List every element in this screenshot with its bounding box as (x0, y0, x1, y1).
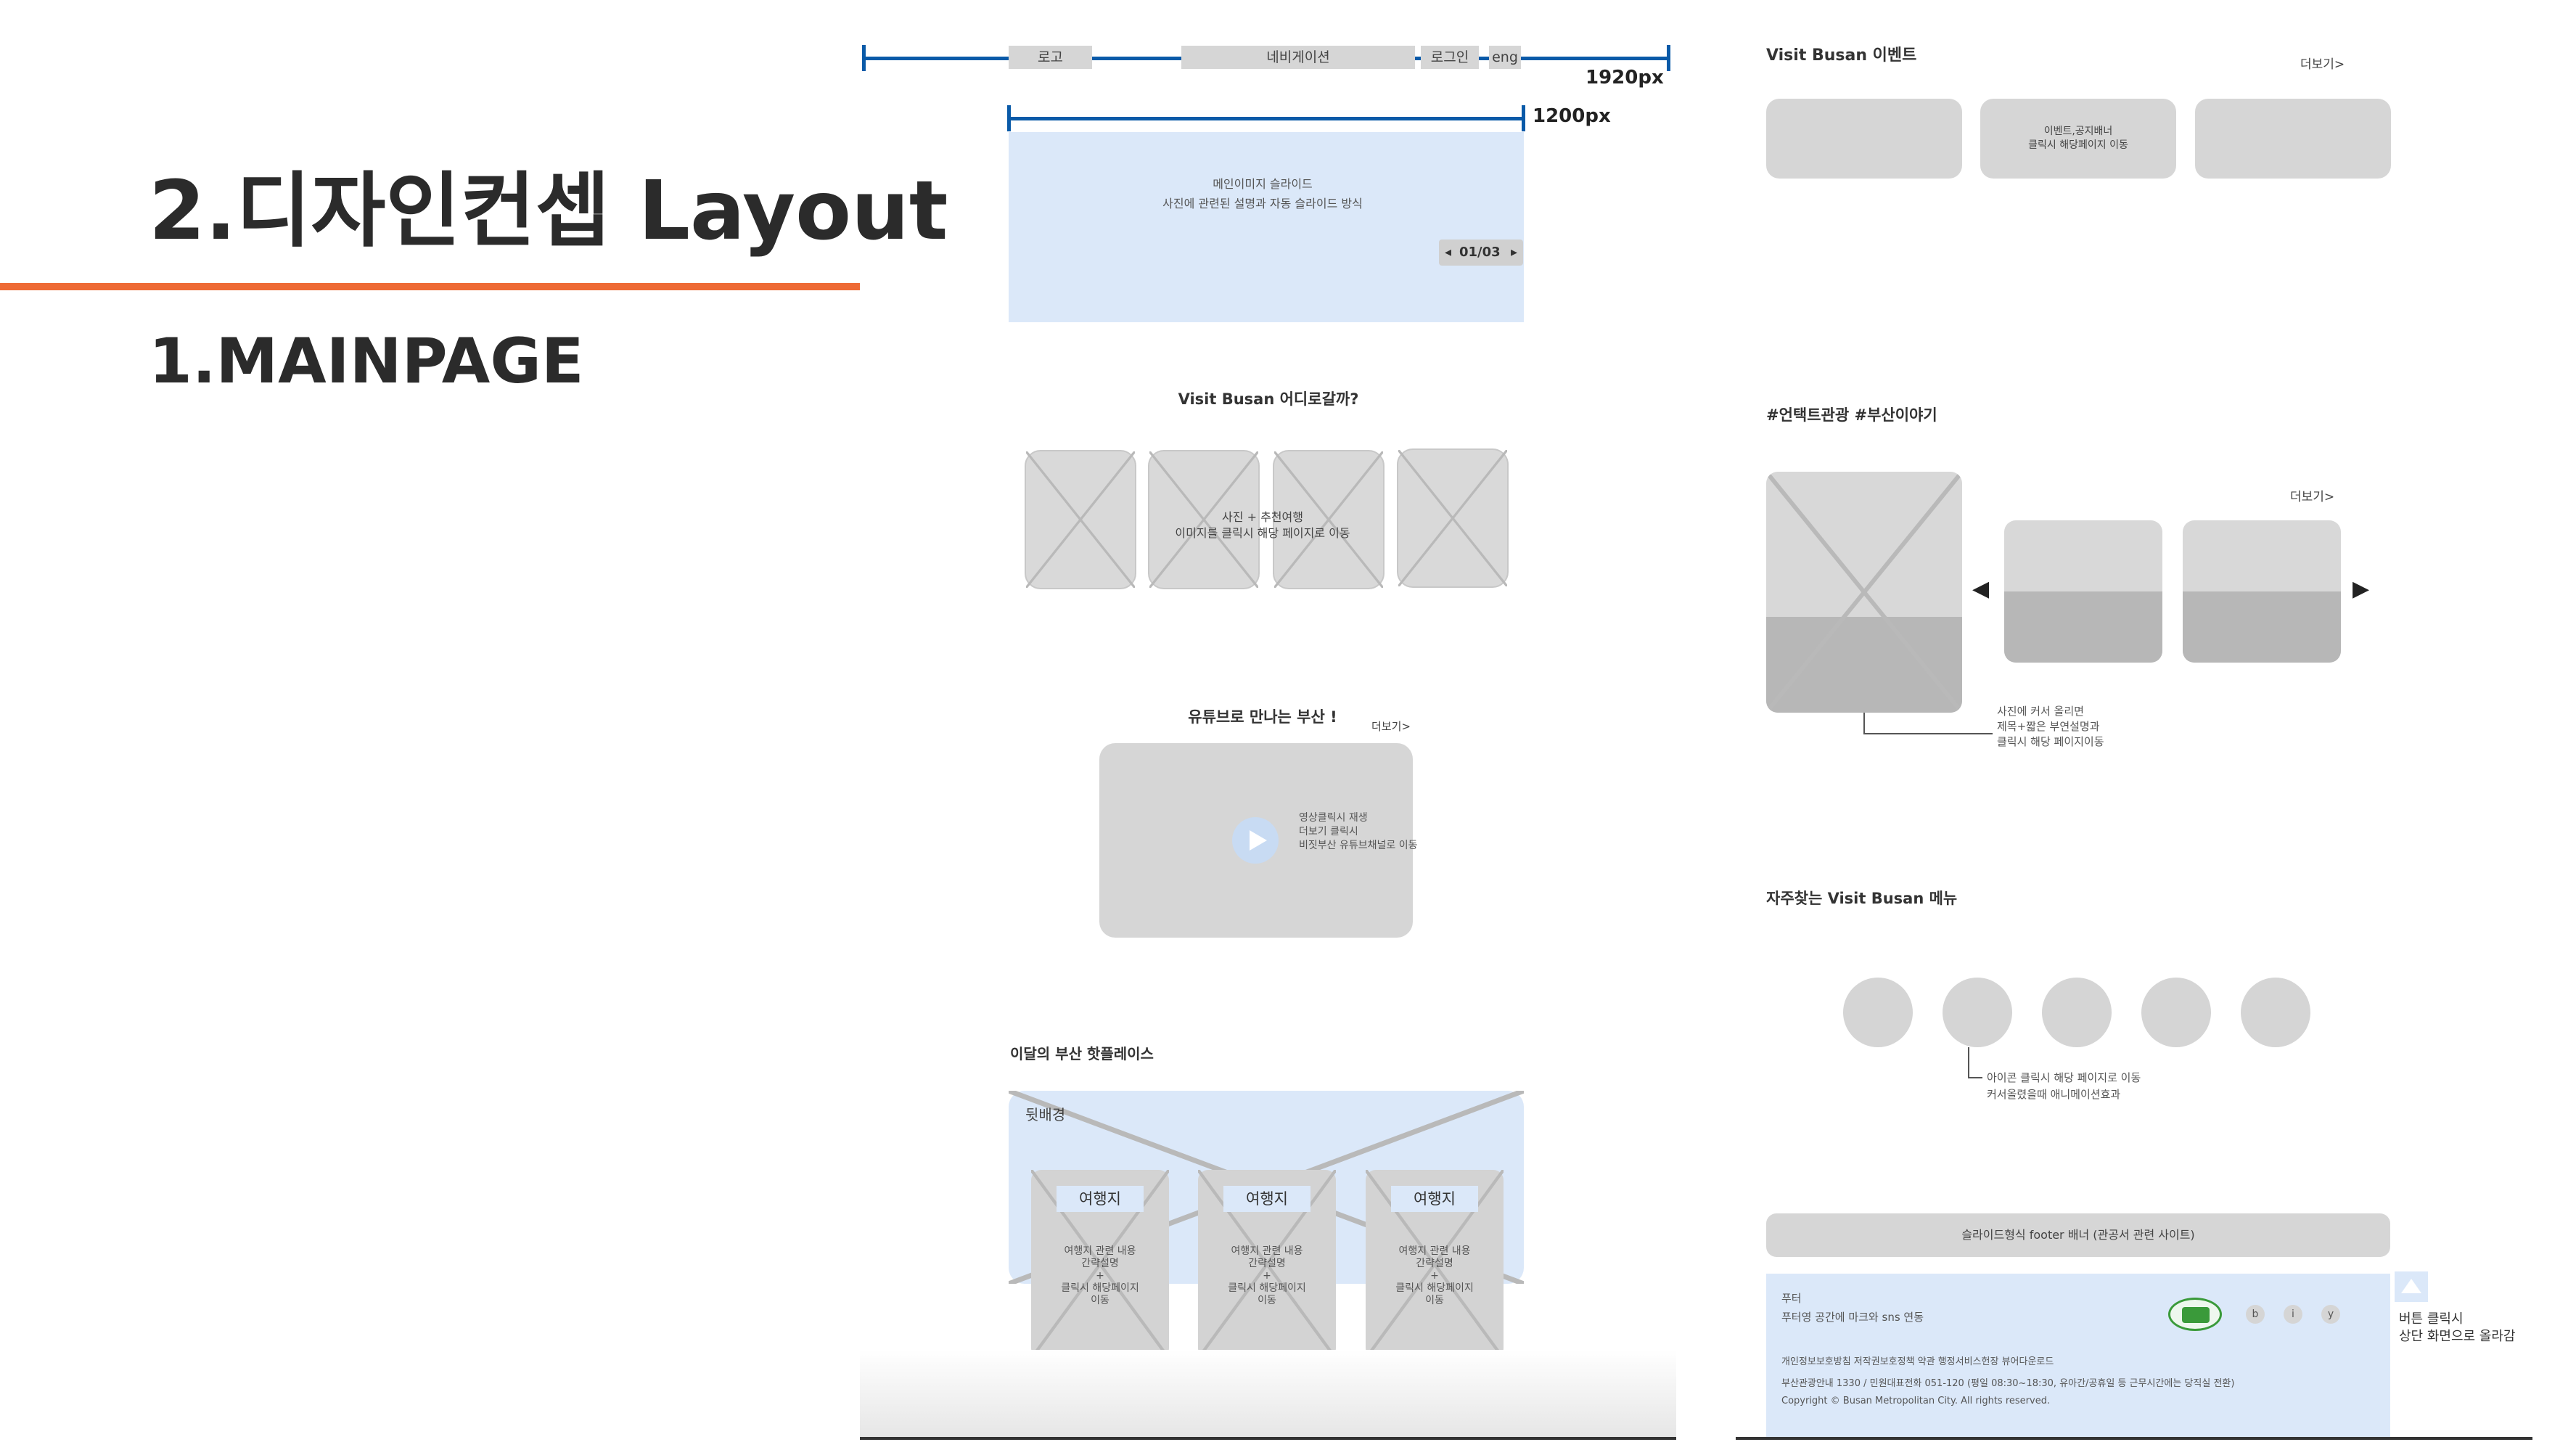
hotplace-title: 이달의 부산 핫플레이스 (1010, 1045, 1154, 1062)
recommend-overlay-text: 사진 + 추천여행 이미지를 클릭시 해당 페이지로 이동 (1175, 510, 1350, 540)
hotplace-card-3[interactable]: 여행지 여행지 관련 내용 간략설명 + 클릭시 해당페이지 이동 (1366, 1170, 1504, 1359)
web-accessibility-mark-icon (2168, 1298, 2222, 1331)
ruler-1200-left-tick (1007, 105, 1011, 131)
hotplace-card-tag: 여행지 (1057, 1186, 1144, 1212)
recommend-card-4[interactable] (1397, 448, 1509, 588)
quick-menu-title: 자주찾는 Visit Busan 메뉴 (1766, 890, 1958, 907)
footer-description: 푸터영 공간에 마크와 sns 연동 (1781, 1311, 1924, 1324)
slide-title: 2.디자인컨셉 Layout (149, 164, 948, 258)
login-placeholder[interactable]: 로그인 (1421, 46, 1479, 69)
untact-title: #언택트관광 #부산이야기 (1766, 406, 1937, 424)
logo-placeholder[interactable]: 로고 (1009, 46, 1092, 69)
story-card-2[interactable] (2004, 520, 2162, 663)
recommend-card-3[interactable] (1273, 450, 1385, 589)
sns-instagram-icon[interactable]: i (2284, 1305, 2302, 1324)
ruler-1200-label: 1200px (1533, 105, 1611, 127)
story-card-caption (2004, 591, 2162, 663)
youtube-note: 영상클릭시 재생 더보기 클릭시 비짓부산 유튜브채널로 이동 (1299, 812, 1418, 851)
hotplace-background-label: 뒷배경 (1025, 1106, 1066, 1123)
hotplace-card-text: 여행지 관련 내용 간략설명 + 클릭시 해당페이지 이동 (1061, 1245, 1139, 1306)
story-next-arrow[interactable]: ▶ (2353, 576, 2370, 602)
ruler-1920-label: 1920px (1586, 67, 1664, 89)
hero-slider[interactable] (1009, 132, 1524, 322)
where-to-go-title: Visit Busan 어디로갈까? (1178, 390, 1359, 408)
story-main-card[interactable] (1766, 472, 1962, 713)
quick-menu-icon-5[interactable] (2241, 978, 2310, 1047)
quick-menu-callout-line (1968, 1047, 1969, 1078)
sns-blog-icon[interactable]: b (2246, 1305, 2265, 1324)
scroll-top-note: 버튼 클릭시 상단 화면으로 올라감 (2399, 1311, 2516, 1344)
hotplace-card-2[interactable]: 여행지 여행지 관련 내용 간략설명 + 클릭시 해당페이지 이동 (1198, 1170, 1336, 1359)
placeholder-x-icon (1274, 451, 1383, 588)
hero-description: 메인이미지 슬라이드 사진에 관련된 설명과 자동 슬라이드 방식 (1162, 177, 1363, 210)
recommend-card-1[interactable] (1025, 450, 1136, 589)
footer (1766, 1274, 2390, 1437)
event-banner-2[interactable] (1980, 99, 2176, 179)
footer-banner-slider[interactable]: 슬라이드형식 footer 배너 (관공서 관련 사이트) (1766, 1213, 2390, 1257)
play-icon[interactable] (1232, 817, 1279, 864)
hotplace-card-text: 여행지 관련 내용 간략설명 + 클릭시 해당페이지 이동 (1395, 1245, 1474, 1306)
placeholder-x-icon (1398, 450, 1507, 586)
youtube-title: 유튜브로 만나는 부산 ! (1188, 708, 1337, 726)
hotplace-card-1[interactable]: 여행지 여행지 관련 내용 간략설명 + 클릭시 해당페이지 이동 (1031, 1170, 1169, 1359)
story-note: 사진에 커서 올리면 제목+짧은 부연설명과 클릭시 해당 페이지이동 (1997, 705, 2104, 748)
hotplace-card-text: 여행지 관련 내용 간략설명 + 클릭시 해당페이지 이동 (1228, 1245, 1306, 1306)
event-banner-1[interactable] (1766, 99, 1962, 179)
middle-bottom-line (860, 1437, 1676, 1440)
placeholder-x-icon (1766, 472, 1962, 713)
quick-menu-callout-line (1968, 1077, 1982, 1078)
slide-subtitle: 1.MAINPAGE (149, 325, 584, 398)
event-banner-3[interactable] (2195, 99, 2391, 179)
hero-pager[interactable]: ◂ 01/03 ▸ (1439, 239, 1523, 266)
quick-menu-icon-4[interactable] (2141, 978, 2211, 1047)
placeholder-x-icon (1198, 1170, 1336, 1359)
middle-fade (860, 1350, 1676, 1437)
ruler-1920-right-tick (1667, 45, 1670, 71)
quick-menu-icon-3[interactable] (2042, 978, 2112, 1047)
hotplace-card-tag: 여행지 (1223, 1186, 1310, 1212)
footer-links[interactable]: 개인정보보호방침 저작권보호정책 약관 행정서비스헌장 뷰어다운로드 (1781, 1356, 2054, 1367)
ruler-1200-right-tick (1522, 105, 1525, 131)
quick-menu-icon-1[interactable] (1843, 978, 1913, 1047)
hotplace-card-tag: 여행지 (1391, 1186, 1478, 1212)
story-callout-line (1863, 733, 1993, 734)
placeholder-x-icon (1031, 1170, 1169, 1359)
right-bottom-line (1736, 1437, 2532, 1440)
quick-menu-icon-2[interactable] (1943, 978, 2012, 1047)
untact-more-link[interactable]: 더보기> (2290, 490, 2335, 504)
events-more-link[interactable]: 더보기> (2300, 57, 2345, 72)
sns-youtube-icon[interactable]: y (2321, 1305, 2340, 1324)
hero-next-icon[interactable]: ▸ (1510, 245, 1517, 260)
placeholder-x-icon (1026, 451, 1135, 588)
placeholder-x-icon (1366, 1170, 1504, 1359)
events-title: Visit Busan 이벤트 (1766, 46, 1917, 65)
youtube-more-link[interactable]: 더보기> (1371, 720, 1411, 733)
recommend-card-2[interactable] (1148, 450, 1260, 589)
footer-label: 푸터 (1781, 1292, 1802, 1305)
quick-menu-note: 아이콘 클릭시 해당 페이지로 이동 커서올렸을때 애니메이션효과 (1987, 1071, 2141, 1101)
title-accent-line (0, 283, 860, 290)
footer-copyright: Copyright © Busan Metropolitan City. All… (1781, 1396, 2051, 1406)
story-callout-line (1863, 713, 1865, 734)
hero-pager-count: 01/03 (1459, 245, 1501, 260)
placeholder-x-icon (1149, 451, 1258, 588)
scroll-top-button[interactable] (2395, 1271, 2428, 1302)
hero-prev-icon[interactable]: ◂ (1445, 245, 1452, 260)
footer-contact: 부산관광안내 1330 / 민원대표전화 051-120 (평일 08:30~1… (1781, 1378, 2235, 1389)
navigation-placeholder[interactable]: 네비게이션 (1181, 46, 1415, 69)
story-card-caption (2183, 591, 2341, 663)
ruler-1920-left-tick (862, 45, 866, 71)
event-banner-text: 이벤트,공지배너 클릭시 해당페이지 이동 (2028, 126, 2128, 151)
lang-placeholder[interactable]: eng (1489, 46, 1521, 69)
ruler-1200 (1009, 117, 1524, 120)
story-card-3[interactable] (2183, 520, 2341, 663)
arrow-up-icon (2401, 1279, 2421, 1293)
story-main-caption (1766, 617, 1962, 713)
story-prev-arrow[interactable]: ◀ (1972, 576, 1990, 602)
